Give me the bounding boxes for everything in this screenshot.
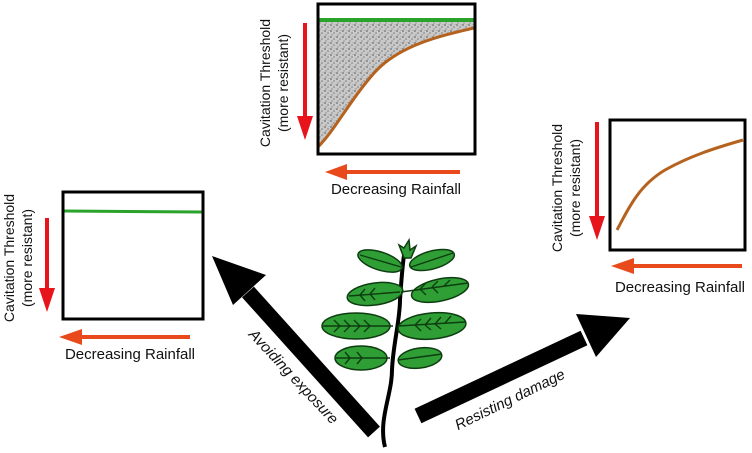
- top-plot-frame: [316, 2, 477, 156]
- top-orange-arrow: [325, 164, 460, 180]
- left-ylabel-line1: Cavitation Threshold: [1, 194, 17, 322]
- left-red-arrow: [39, 218, 55, 312]
- top-red-arrow: [297, 23, 313, 140]
- left-ylabel-line2: (more resistant): [19, 209, 35, 307]
- top-ylabel-line1: Cavitation Threshold: [257, 19, 273, 147]
- left-orange-arrow: [59, 329, 190, 345]
- top-panel: Cavitation Threshold (more resistant) De…: [257, 2, 477, 198]
- top-xlabel: Decreasing Rainfall: [331, 181, 461, 198]
- right-plot-frame: [608, 118, 747, 252]
- right-ylabel-line2: (more resistant): [567, 139, 583, 237]
- left-green-line: [63, 209, 203, 214]
- top-plot: [316, 2, 477, 156]
- right-panel: Cavitation Threshold (more resistant) De…: [549, 118, 747, 296]
- right-xlabel: Decreasing Rainfall: [615, 279, 745, 296]
- right-orange-arrow: [611, 258, 742, 274]
- top-shaded-area: [318, 20, 474, 147]
- left-plot-frame: [61, 190, 205, 321]
- resisting-damage-arrow: [414, 314, 630, 424]
- left-panel: Cavitation Threshold (more resistant) De…: [1, 190, 205, 363]
- right-ylabel-line1: Cavitation Threshold: [549, 124, 565, 252]
- top-brown-curve: [316, 26, 475, 149]
- right-brown-curve: [615, 138, 744, 231]
- left-xlabel: Decreasing Rainfall: [65, 346, 195, 363]
- plant-icon: [321, 237, 470, 448]
- right-red-arrow: [589, 122, 605, 240]
- avoiding-exposure-arrow: [212, 256, 380, 438]
- top-ylabel-line2: (more resistant): [275, 34, 291, 132]
